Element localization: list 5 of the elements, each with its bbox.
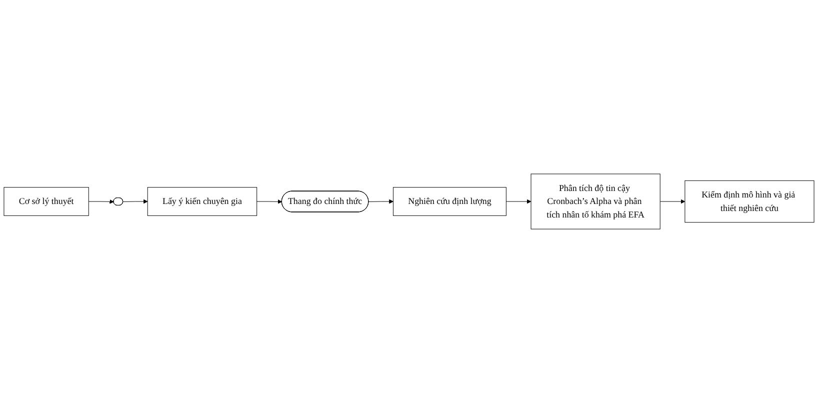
node-box: Kiểm định mô hình và giả thiết nghiên cứu [684, 180, 814, 223]
node-box: Lấy ý kiến chuyên gia [147, 187, 258, 216]
node-box: Nghiên cứu định lượng [392, 187, 506, 216]
node-box: Cơ sở lý thuyết [4, 187, 89, 216]
node-box: Phân tích độ tin cậy Cronbach’s Alpha và phân tích nhân tố khám phá EFA [530, 174, 660, 230]
